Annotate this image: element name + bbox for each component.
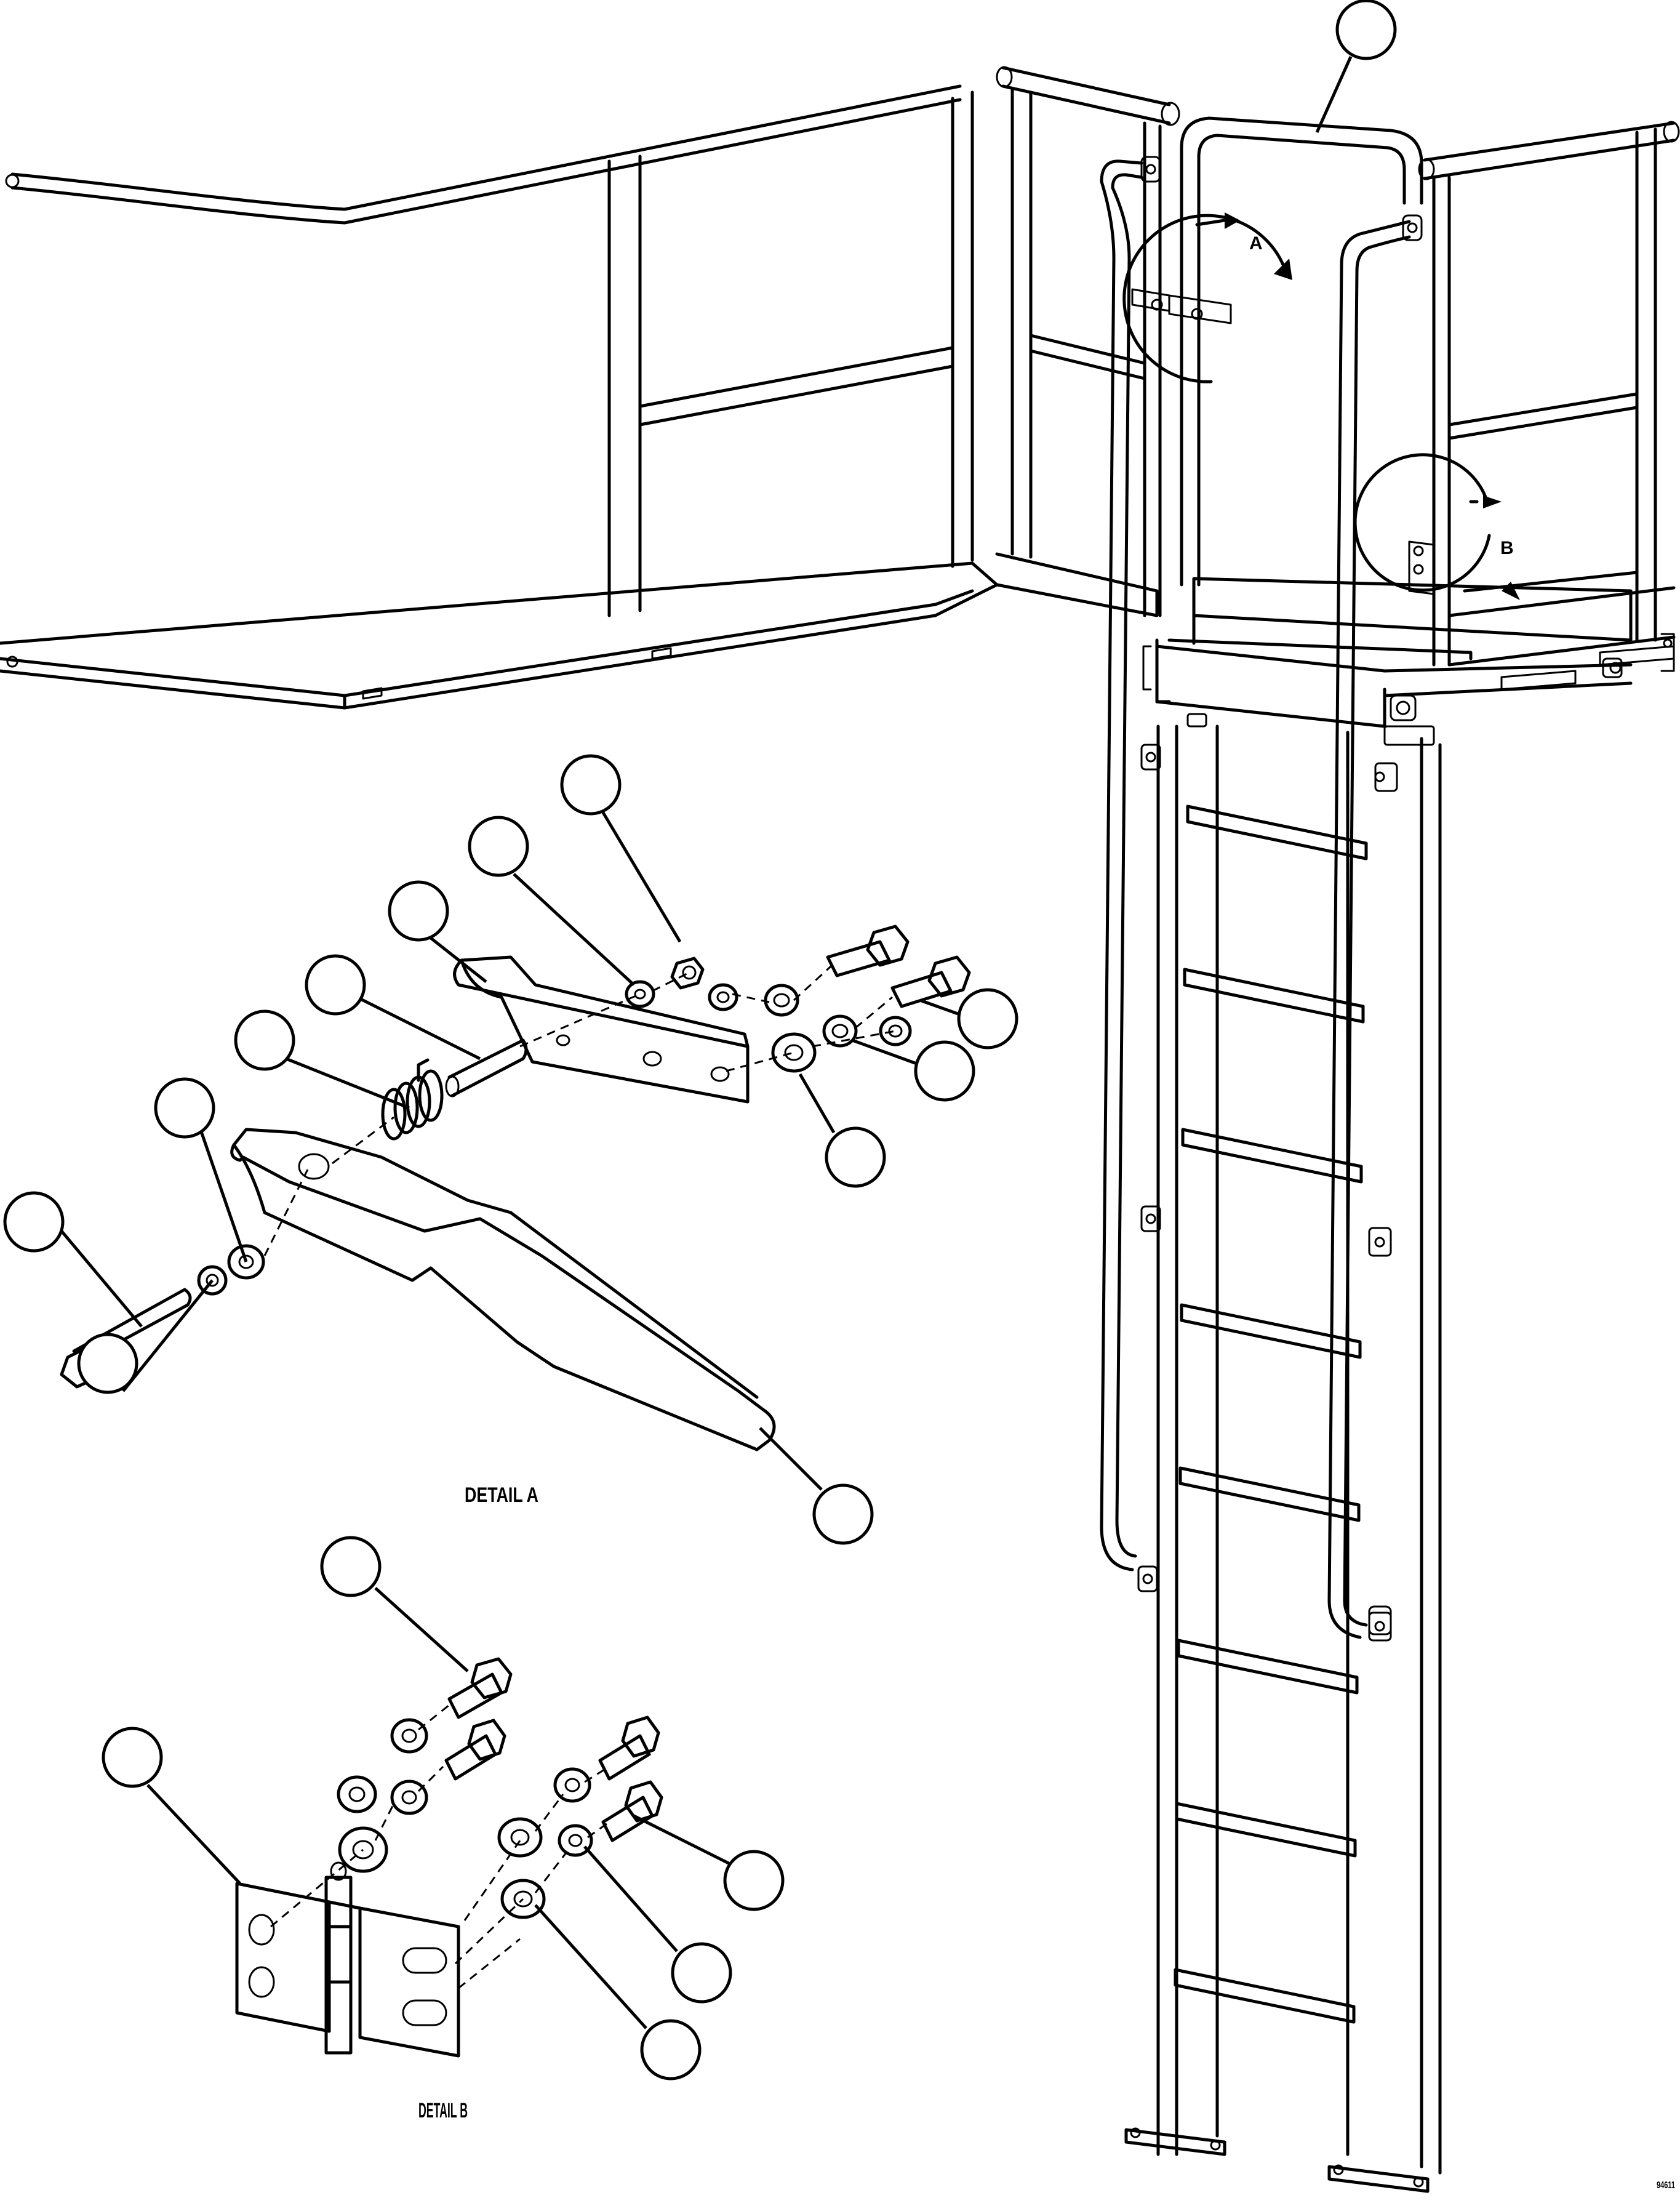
callout-balloon xyxy=(320,1536,382,1597)
callout-balloon xyxy=(723,1850,785,1911)
callout-balloon xyxy=(154,1077,215,1139)
detail-b-marker: B xyxy=(1353,453,1520,600)
detail-a-caption: DETAIL A xyxy=(465,1483,538,1507)
detail-b-marker-label: B xyxy=(1500,538,1514,558)
detail-b: DETAIL B xyxy=(235,1657,663,2122)
detail-b-caption: DETAIL B xyxy=(418,2099,468,2122)
callout-balloons xyxy=(3,0,1397,2081)
ladder-handrails xyxy=(1100,156,1423,1639)
detail-a: DETAIL A xyxy=(60,925,971,1507)
callout-balloon xyxy=(102,1727,163,1788)
callout-balloon xyxy=(812,1483,874,1545)
callout-balloon xyxy=(234,1009,295,1071)
callout-balloon xyxy=(388,880,449,942)
callout-balloon xyxy=(305,954,366,1016)
callout-balloon xyxy=(640,2019,702,2081)
torsion-spring xyxy=(381,1058,444,1141)
callout-balloon xyxy=(77,1333,138,1394)
right-railing xyxy=(1390,121,1680,721)
drawing-number: 94611 xyxy=(1657,2180,1675,2191)
detail-a-marker: A xyxy=(1122,212,1292,383)
callout-balloon xyxy=(914,1040,975,1102)
detail-a-marker-label: A xyxy=(1249,233,1263,254)
left-platform-railing xyxy=(0,84,999,710)
callout-balloon xyxy=(957,988,1018,1049)
callout-balloon xyxy=(825,1126,886,1188)
ladder-rungs xyxy=(1174,805,1368,2024)
detail-a-hardware xyxy=(60,925,971,1389)
ladder-top-platform xyxy=(1142,116,1633,746)
side-railing xyxy=(995,66,1180,617)
callout-balloon xyxy=(671,1942,732,2004)
callout-balloon xyxy=(468,816,529,877)
callout-balloon xyxy=(1335,0,1397,60)
callout-balloon xyxy=(3,1191,65,1253)
ladder xyxy=(1124,724,1442,2193)
callout-balloon xyxy=(560,754,622,816)
